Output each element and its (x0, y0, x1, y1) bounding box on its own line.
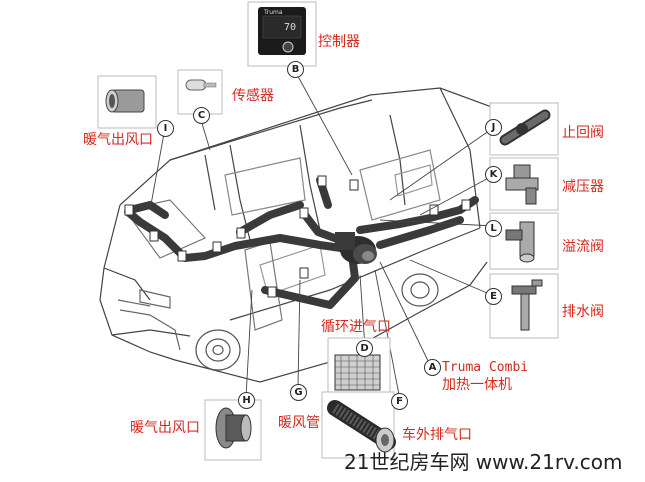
label-c-sensor: 传感器 (232, 88, 274, 104)
heating-ducts (124, 176, 479, 309)
drain-valve-box (489, 273, 559, 339)
heat-outlet-box-i (97, 75, 157, 129)
badge-k: K (485, 166, 502, 183)
label-k-pressure-reducer: 减压器 (562, 179, 604, 195)
label-h-heat-outlet: 暖气出风口 (130, 420, 200, 436)
badge-b: B (287, 61, 304, 78)
sensor-box (177, 69, 223, 115)
label-f-exhaust: 车外排气口 (402, 427, 472, 443)
badge-a: A (424, 359, 441, 376)
leader-lines (149, 68, 495, 401)
label-i-heat-outlet: 暖气出风口 (83, 132, 153, 148)
label-a-heater: 加热一体机 (442, 377, 512, 393)
badge-i: I (157, 120, 174, 137)
label-b-controller: 控制器 (318, 34, 360, 50)
badge-c: C (193, 107, 210, 124)
duct-outlets (124, 175, 471, 298)
control-panel-brand: Truma (264, 9, 283, 16)
badge-g: G (290, 384, 307, 401)
badge-h: H (238, 392, 255, 409)
label-d-recirculation-inlet: 循环进气口 (321, 319, 391, 335)
pressure-reducer-box (489, 157, 559, 211)
exhaust-pipe-box (321, 391, 396, 459)
badge-d: D (356, 340, 373, 357)
control-panel-display: 70 (284, 22, 297, 33)
badge-e: E (485, 288, 502, 305)
label-e-drain-valve: 排水阀 (562, 304, 604, 320)
combi-heater-unit (335, 232, 377, 264)
badge-l: L (485, 220, 502, 237)
watermark: 21世纪房车网 www.21rv.com (344, 450, 623, 474)
badge-j: J (485, 119, 502, 136)
overflow-valve-box (489, 212, 559, 270)
heat-outlet-box-h (204, 399, 262, 461)
control-panel-box (247, 1, 317, 67)
label-g-heating-duct: 暖风管 (278, 415, 320, 431)
label-j-check-valve: 止回阀 (562, 125, 604, 141)
badge-f: F (391, 393, 408, 410)
label-l-overflow-valve: 溢流阀 (562, 239, 604, 255)
van-wheels (195, 273, 439, 371)
label-a-truma-combi: Truma Combi (442, 360, 529, 375)
